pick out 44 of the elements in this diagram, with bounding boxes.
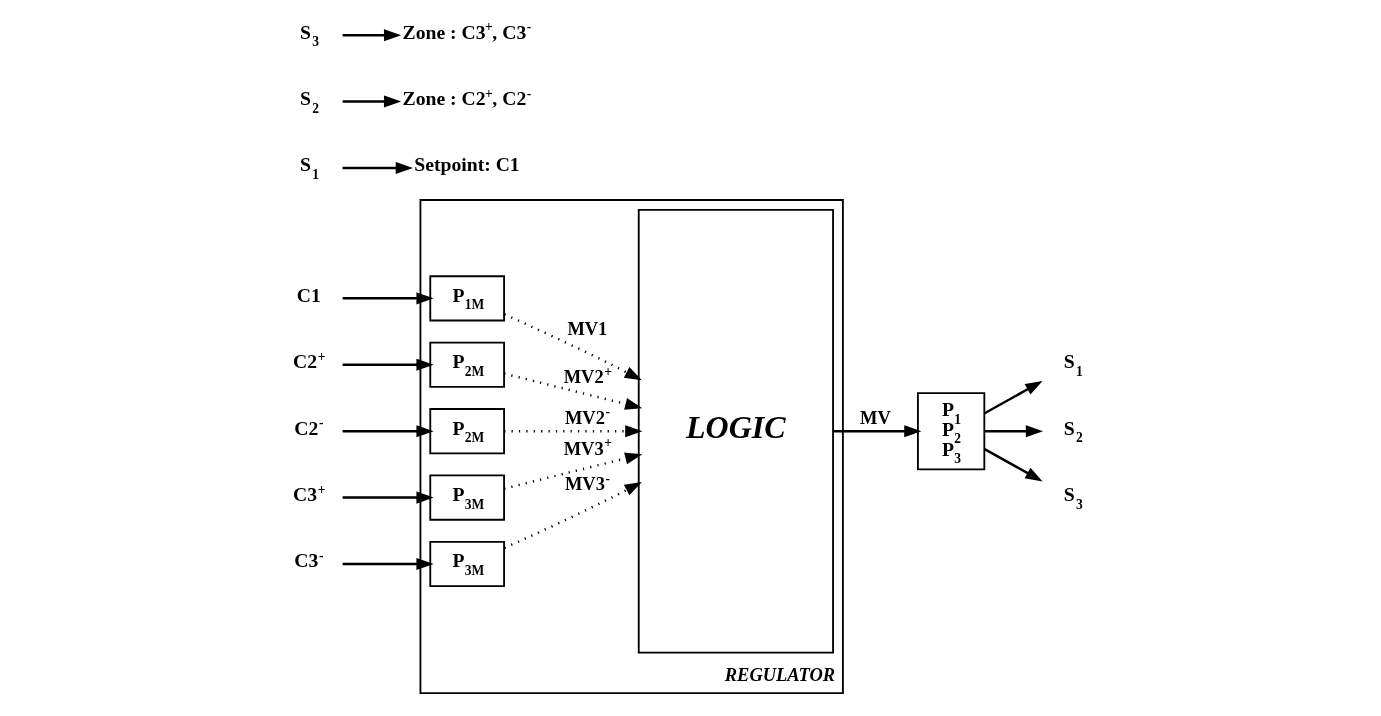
node-box: P$_{1M}$	[428, 275, 505, 322]
edge-label: MV	[859, 407, 891, 428]
node-text: S$_{1}$	[299, 153, 319, 182]
edge-label: MV3$^{-}$	[564, 470, 610, 495]
node-text: C3$^{-}$	[293, 547, 323, 572]
node-box: LOGIC	[637, 208, 834, 654]
node-box: P$_{2M}$	[428, 341, 505, 388]
node-box: P$_{1}$ P$_{2}$ P$_{3}$	[916, 392, 985, 471]
arrow	[503, 425, 642, 438]
edge-label: MV2$^{+}$	[563, 363, 612, 388]
arrow	[503, 482, 642, 550]
node-text: C3$^{+}$	[292, 481, 325, 506]
arrow	[342, 358, 434, 371]
node-text: S$_{3}$	[1063, 483, 1083, 512]
arrow	[342, 491, 434, 504]
node-text: S$_{2}$	[299, 87, 319, 116]
node-text: Zone : C3$^{+}$, C3$^{-}$	[402, 19, 531, 43]
node-box: P$_{3M}$	[428, 474, 505, 521]
node-box: P$_{3M}$	[428, 540, 505, 588]
node-text: Zone : C2$^{+}$, C2$^{-}$	[402, 85, 531, 110]
edge-label: MV2$^{-}$	[564, 404, 610, 428]
node-text: C2$^{+}$	[292, 348, 325, 373]
arrow	[342, 161, 413, 175]
edge-label: MV1	[566, 319, 607, 340]
arrow	[342, 29, 401, 42]
edge-label: MV3$^{+}$	[563, 435, 612, 459]
arrow	[832, 425, 921, 438]
arrow	[342, 557, 434, 571]
node-text: C2$^{-}$	[293, 415, 323, 439]
node-text: Setpoint: C1	[413, 153, 520, 176]
node-text: C1	[296, 283, 321, 306]
arrow	[503, 372, 642, 410]
node-text: S$_{1}$	[1063, 350, 1083, 379]
arrow	[983, 380, 1043, 415]
node-box: P$_{2M}$	[428, 408, 505, 455]
arrow	[503, 452, 642, 490]
arrow	[984, 425, 1043, 438]
arrow	[983, 448, 1043, 482]
arrow	[342, 292, 434, 305]
node-text: S$_{3}$	[299, 20, 319, 50]
node-text: S$_{2}$	[1063, 416, 1083, 446]
arrow	[503, 313, 642, 381]
arrow	[342, 425, 434, 438]
arrow	[342, 95, 401, 108]
